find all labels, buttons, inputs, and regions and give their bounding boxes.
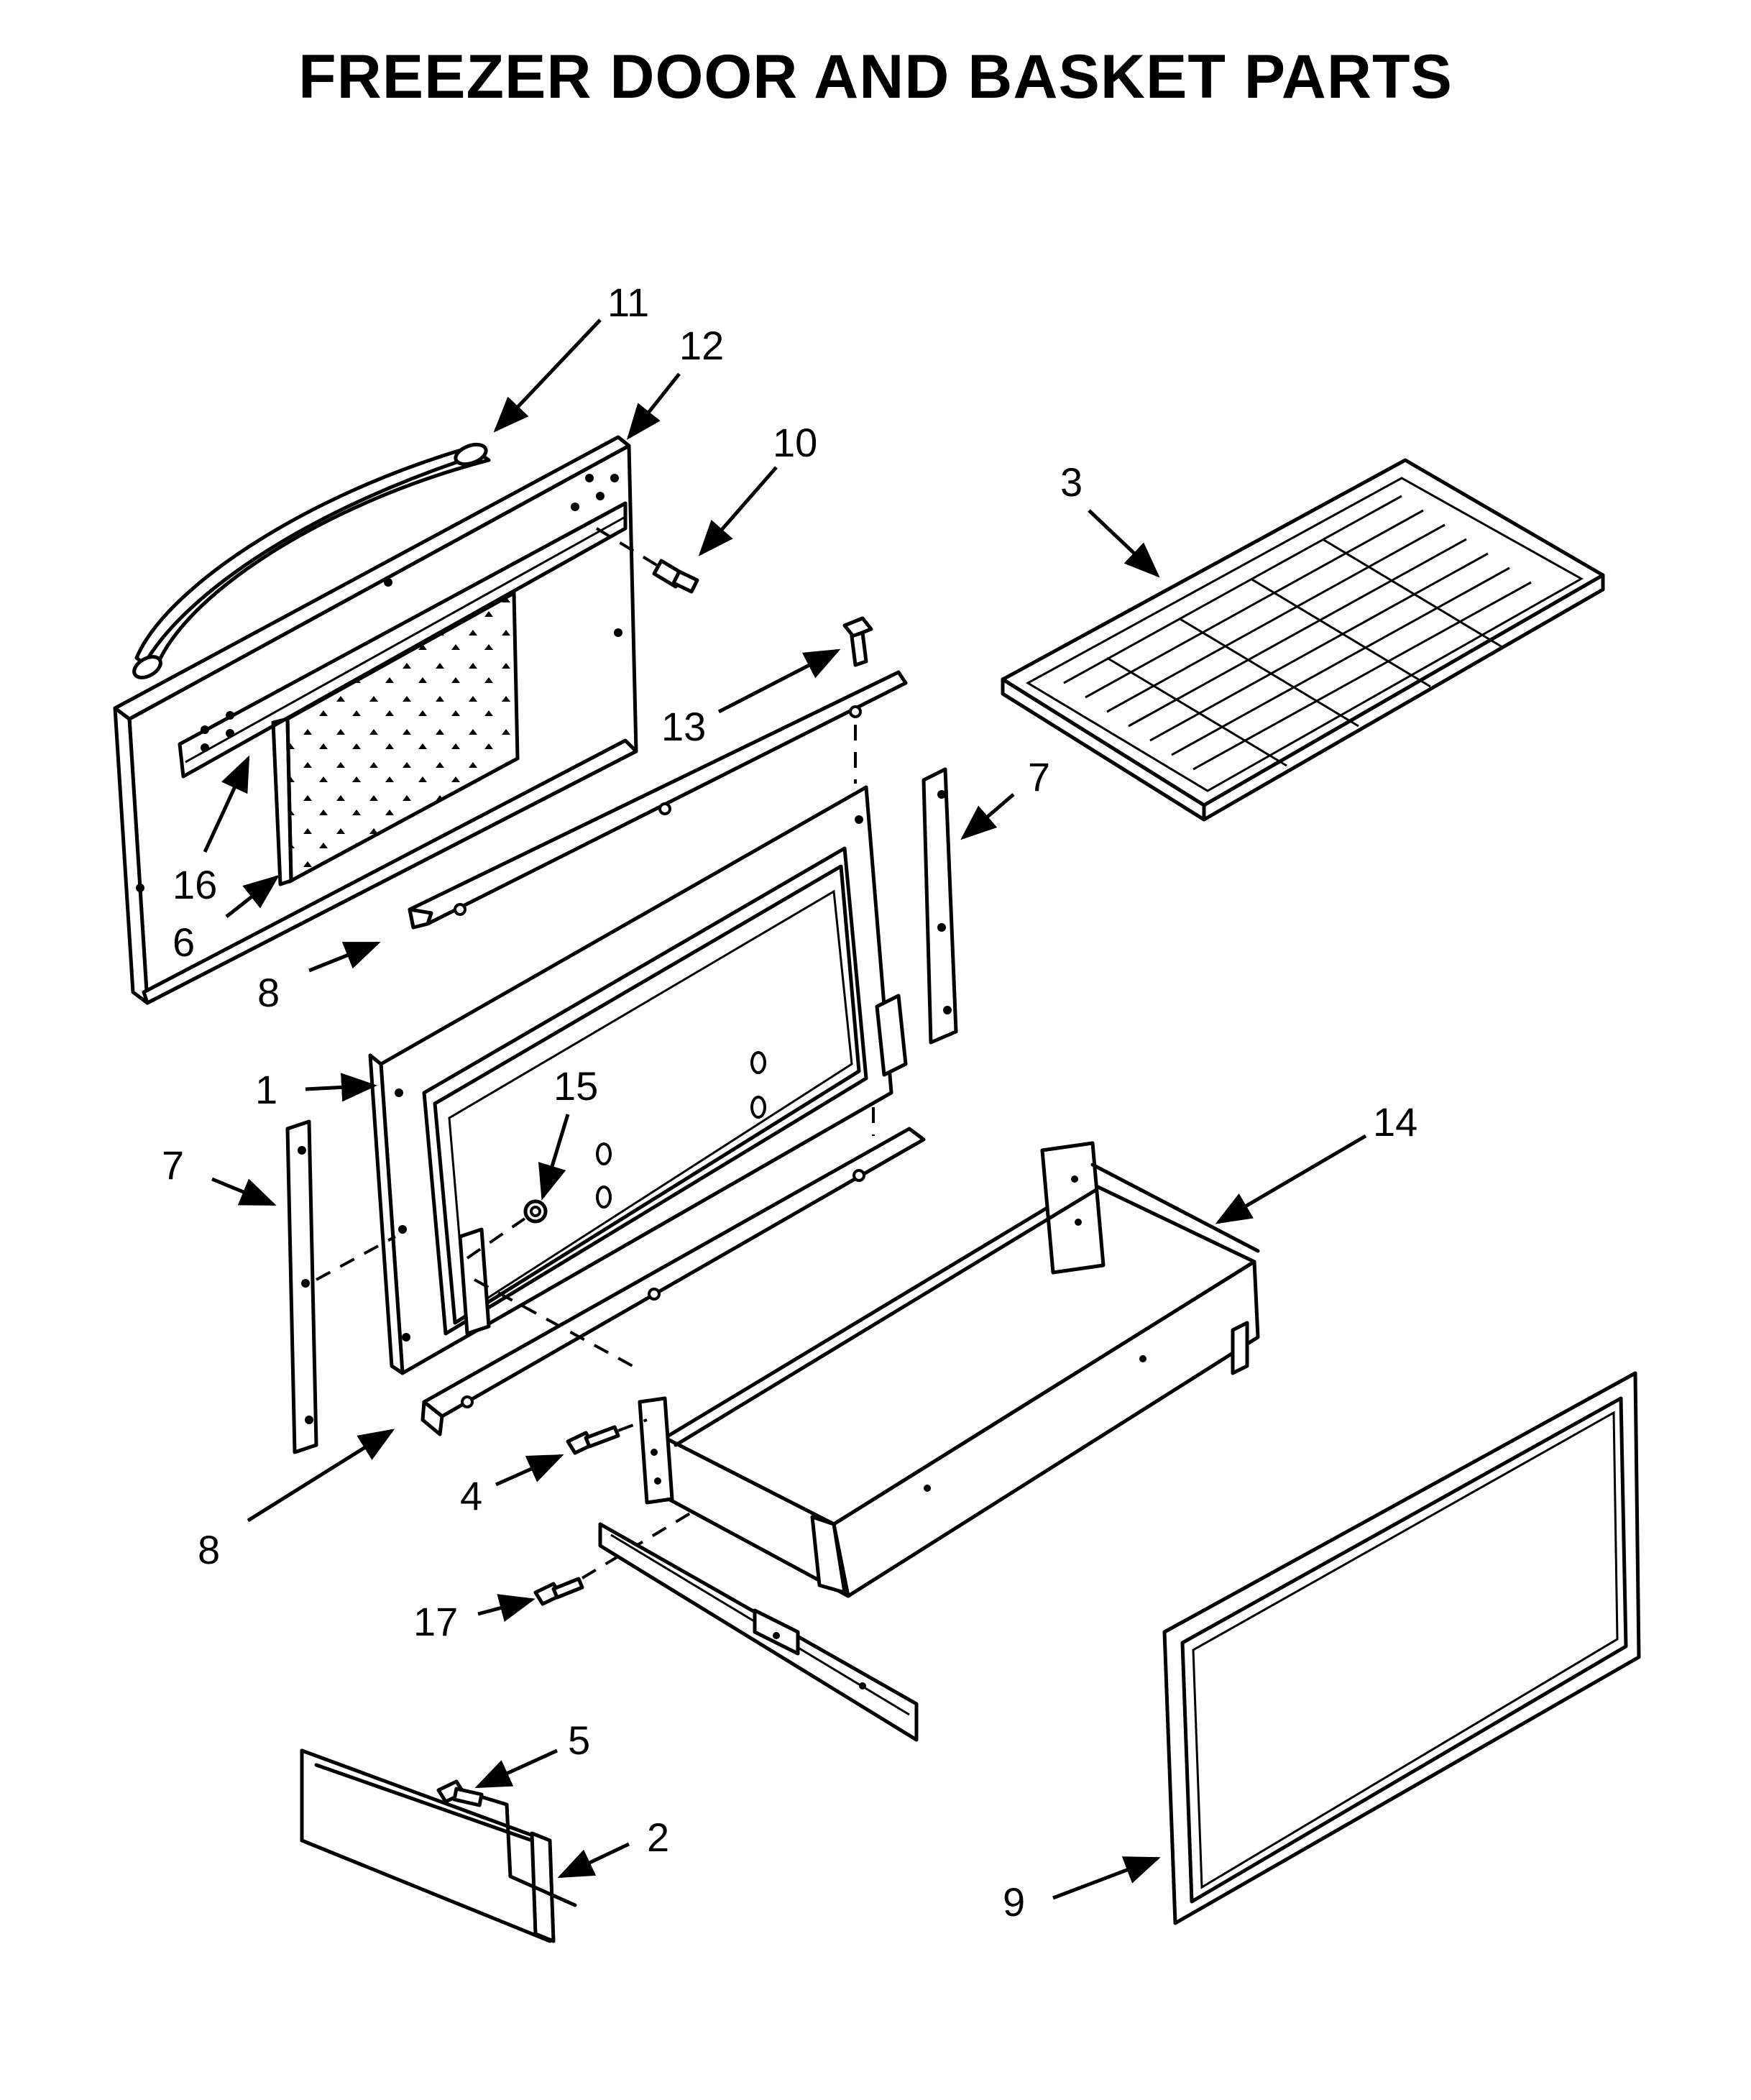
part-12-outer-door-panel <box>113 435 638 1005</box>
callout-4: 4 <box>460 1454 564 1518</box>
svg-text:6: 6 <box>173 920 195 965</box>
part-10-screw <box>595 527 699 594</box>
part-8-upper-bracket <box>408 670 908 930</box>
part-11-handle <box>132 442 491 679</box>
page-title: FREEZER DOOR AND BASKET PARTS <box>298 42 1453 111</box>
callout-2: 2 <box>557 1815 669 1879</box>
svg-text:7: 7 <box>162 1142 184 1188</box>
drawer-slide-rail <box>598 1522 919 1742</box>
svg-text:17: 17 <box>413 1599 458 1644</box>
part-7-left-trim <box>285 1119 318 1454</box>
callout-3: 3 <box>1060 459 1160 578</box>
part-2-drawer-front-trim <box>300 1748 556 1943</box>
callout-8-lower: 8 <box>198 1429 395 1572</box>
callout-8-upper: 8 <box>257 941 381 1015</box>
svg-text:15: 15 <box>553 1063 598 1109</box>
svg-text:2: 2 <box>647 1815 669 1860</box>
part-7-right-trim <box>922 767 958 1045</box>
svg-text:8: 8 <box>198 1527 220 1572</box>
svg-text:7: 7 <box>1028 754 1050 799</box>
callout-14: 14 <box>1215 1099 1417 1224</box>
callout-5: 5 <box>474 1718 590 1789</box>
callout-13: 13 <box>661 648 841 749</box>
part-8-lower-bracket <box>420 1107 926 1436</box>
callout-9: 9 <box>1003 1856 1161 1925</box>
part-1-inner-door-liner <box>316 785 908 1375</box>
svg-text:10: 10 <box>773 420 817 465</box>
svg-text:4: 4 <box>460 1473 482 1518</box>
callout-11: 11 <box>493 280 649 433</box>
part-9-door-gasket <box>1162 1371 1641 1925</box>
svg-text:9: 9 <box>1003 1879 1025 1925</box>
callout-1: 1 <box>255 1067 377 1112</box>
callout-15: 15 <box>538 1063 598 1201</box>
svg-text:14: 14 <box>1373 1099 1417 1145</box>
callout-16: 16 <box>173 755 250 907</box>
svg-text:13: 13 <box>661 704 706 749</box>
callout-12: 12 <box>626 323 724 440</box>
svg-text:8: 8 <box>257 970 280 1015</box>
part-3-basket-grille <box>1001 458 1605 822</box>
part-15-nut <box>466 1199 548 1260</box>
svg-text:3: 3 <box>1060 459 1083 505</box>
part-5-screw <box>436 1779 577 1907</box>
callout-10: 10 <box>698 420 817 556</box>
part-14-basket <box>638 1141 1260 1598</box>
callout-7-left: 7 <box>162 1142 277 1206</box>
svg-text:1: 1 <box>255 1067 277 1112</box>
callout-17: 17 <box>413 1594 536 1644</box>
svg-text:12: 12 <box>679 323 724 368</box>
svg-text:16: 16 <box>173 862 217 907</box>
part-17-screw <box>533 1512 691 1606</box>
callout-6: 6 <box>173 874 280 965</box>
callout-7-right: 7 <box>960 754 1050 840</box>
part-4-screw <box>566 1418 648 1455</box>
svg-text:5: 5 <box>568 1718 590 1763</box>
svg-text:11: 11 <box>607 280 649 325</box>
